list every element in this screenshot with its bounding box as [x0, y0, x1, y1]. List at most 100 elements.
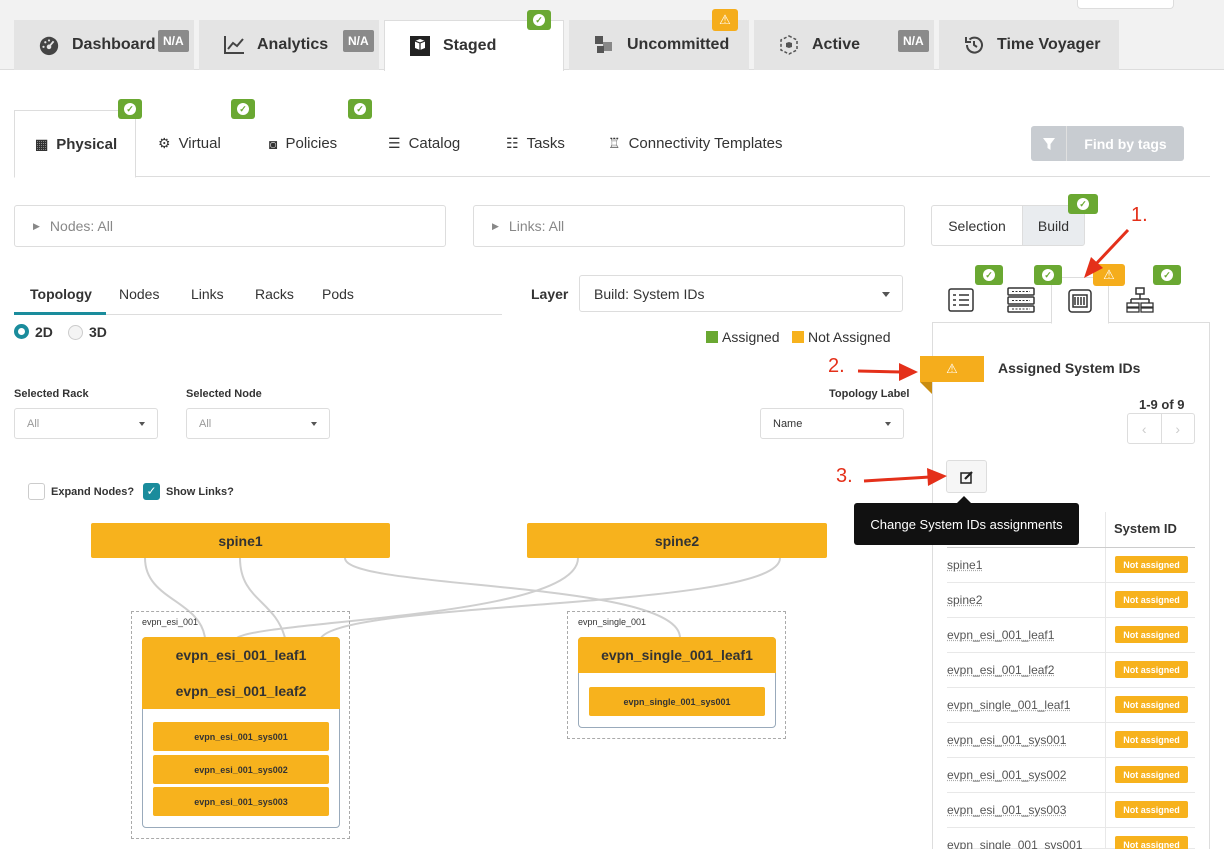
tab-devices[interactable]	[992, 277, 1050, 323]
system-node[interactable]: evpn_esi_001_sys002	[153, 755, 329, 784]
system-node[interactable]: evpn_esi_001_sys001	[153, 722, 329, 751]
node-name-link[interactable]: evpn_single_001_leaf1	[947, 698, 1071, 712]
leaf-node[interactable]: evpn_esi_001_leaf2	[175, 683, 307, 699]
column-divider	[1105, 688, 1106, 723]
tab-dashboard[interactable]: Dashboard N/A	[14, 20, 194, 70]
next-page-button[interactable]: ›	[1175, 420, 1181, 437]
check-icon: ✓	[118, 99, 142, 119]
na-badge: N/A	[898, 30, 929, 52]
warning-icon: ⚠	[920, 356, 984, 382]
radio-3d[interactable]	[68, 325, 83, 340]
leaf-node[interactable]: evpn_esi_001_leaf1	[175, 647, 307, 663]
spine-node[interactable]: spine2	[527, 523, 827, 558]
tab-catalog[interactable]: ☰ Catalog	[388, 110, 460, 177]
expand-nodes-label: Expand Nodes?	[51, 486, 135, 498]
tab-virtual[interactable]: ⚙ Virtual	[158, 110, 221, 177]
column-divider	[1105, 583, 1106, 618]
status-badge: Not assigned	[1115, 696, 1188, 713]
staged-icon	[409, 35, 431, 57]
edit-assignments-button[interactable]	[946, 460, 987, 493]
tab-checklist[interactable]	[932, 277, 990, 323]
history-icon	[963, 34, 985, 56]
table-row: evpn_esi_001_leaf2 Not assigned	[947, 653, 1195, 688]
nodes-filter[interactable]: ▶ Nodes: All	[14, 205, 446, 247]
show-links-checkbox[interactable]: ✓	[143, 483, 160, 500]
tab-analytics[interactable]: Analytics N/A	[199, 20, 379, 70]
selected-rack-value: All	[27, 417, 40, 430]
caret-down-icon	[311, 421, 317, 426]
find-by-tags-button[interactable]: Find by tags	[1031, 126, 1184, 161]
tab-active[interactable]: Active N/A	[754, 20, 934, 70]
selected-rack-select[interactable]: All	[14, 408, 158, 439]
links-filter-label: Links: All	[508, 218, 565, 234]
na-badge: N/A	[343, 30, 374, 52]
tab-policies[interactable]: ◙ Policies	[269, 110, 337, 177]
expand-nodes-checkbox[interactable]	[28, 483, 45, 500]
node-name-link[interactable]: evpn_esi_001_leaf2	[947, 663, 1055, 677]
check-icon: ✓	[527, 10, 551, 30]
pagination-text: 1-9 of 9	[1139, 397, 1185, 412]
check-icon: ✓	[231, 99, 255, 119]
tab-tasks[interactable]: ☷ Tasks	[506, 110, 565, 177]
tab-nodes[interactable]: Nodes	[119, 286, 160, 302]
selected-node-select[interactable]: All	[186, 408, 330, 439]
rack-label: evpn_single_001	[578, 617, 647, 627]
leaf-node[interactable]: evpn_single_001_leaf1	[578, 637, 776, 673]
rack-label: evpn_esi_001	[142, 617, 199, 627]
topology-label-label: Topology Label	[829, 388, 910, 400]
spine-node[interactable]: spine1	[91, 523, 390, 558]
selected-rack-label: Selected Rack	[14, 388, 89, 400]
status-badge: Not assigned	[1115, 766, 1188, 783]
radio-2d[interactable]	[14, 324, 29, 339]
tab-pods[interactable]: Pods	[322, 286, 354, 302]
tab-physical[interactable]: ▦ Physical	[14, 110, 136, 178]
tab-label: Policies	[285, 135, 338, 152]
selected-node-value: All	[199, 417, 212, 430]
tab-label: Uncommitted	[627, 36, 730, 53]
node-name-link[interactable]: evpn_esi_001_sys003	[947, 803, 1067, 817]
assigned-swatch	[706, 331, 718, 343]
layer-label: Layer	[531, 286, 569, 302]
tab-connectivity-templates[interactable]: ♖ Connectivity Templates	[608, 110, 783, 177]
node-name-link[interactable]: evpn_esi_001_leaf1	[947, 628, 1055, 642]
warning-icon: ⚠	[1093, 264, 1125, 286]
tab-label: Virtual	[178, 135, 221, 152]
node-name-link[interactable]: evpn_single_001_sys001	[947, 838, 1083, 849]
node-name-link[interactable]: evpn_esi_001_sys001	[947, 733, 1067, 747]
node-name-link[interactable]: spine1	[947, 558, 983, 572]
layer-select[interactable]: Build: System IDs	[579, 275, 903, 312]
column-divider	[1105, 828, 1106, 849]
selected-node-label: Selected Node	[186, 388, 262, 400]
layer-value: Build: System IDs	[594, 285, 705, 302]
tab-links[interactable]: Links	[191, 286, 224, 302]
node-name-link[interactable]: evpn_esi_001_sys002	[947, 768, 1067, 782]
shield-icon: ◙	[269, 135, 278, 152]
tasks-icon: ☷	[506, 135, 519, 151]
tab-label: Active	[812, 36, 861, 53]
rack-group	[131, 611, 350, 839]
leaf-pair	[142, 637, 340, 709]
topology-label-select[interactable]: Name	[760, 408, 904, 439]
user-menu-corner[interactable]	[1077, 0, 1174, 9]
system-node[interactable]: evpn_single_001_sys001	[589, 687, 765, 716]
tab-label: Tasks	[526, 135, 565, 152]
column-divider	[1105, 793, 1106, 828]
tab-label: Physical	[56, 135, 118, 153]
tab-time-voyager[interactable]: Time Voyager	[939, 20, 1119, 70]
column-divider	[1105, 512, 1106, 548]
tab-racks[interactable]: Racks	[255, 286, 294, 302]
table-row: evpn_esi_001_sys002 Not assigned	[947, 758, 1195, 793]
server-rack-icon	[1007, 287, 1035, 313]
tab-topology[interactable]: Topology	[30, 286, 92, 302]
prev-page-button[interactable]: ‹	[1128, 414, 1162, 443]
cube-icon	[778, 34, 800, 56]
topology-label-value: Name	[773, 417, 803, 430]
column-divider	[1105, 548, 1106, 583]
system-node[interactable]: evpn_esi_001_sys003	[153, 787, 329, 816]
node-name-link[interactable]: spine2	[947, 593, 983, 607]
tab-topology-build[interactable]	[1111, 277, 1169, 323]
status-badge: Not assigned	[1115, 661, 1188, 678]
links-filter[interactable]: ▶ Links: All	[473, 205, 905, 247]
